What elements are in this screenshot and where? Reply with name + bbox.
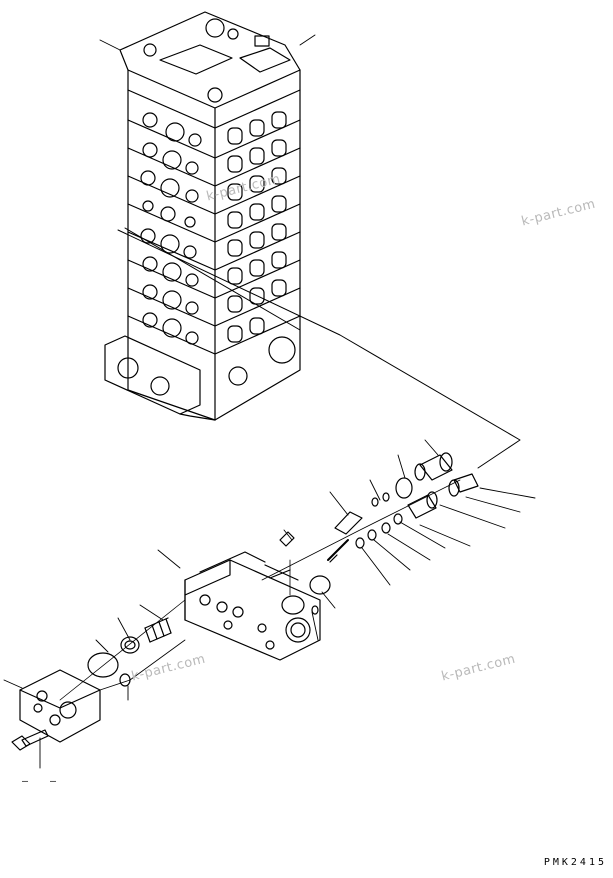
spool-pins [279, 511, 363, 563]
assembly-axis [59, 479, 461, 701]
inlet-block [104, 335, 216, 421]
valve-section-body [184, 551, 321, 661]
port-o-ring [281, 595, 305, 615]
view-reference-mark: – – [22, 776, 65, 787]
right-fittings [309, 452, 479, 615]
control-valve-stack [104, 11, 301, 421]
valve-sections [127, 89, 301, 421]
item-leader-lines [3, 34, 536, 769]
callout-leader-lines [117, 227, 521, 469]
drawing-sheet-code: PMK2415 [543, 857, 607, 868]
left-parts [11, 617, 172, 751]
